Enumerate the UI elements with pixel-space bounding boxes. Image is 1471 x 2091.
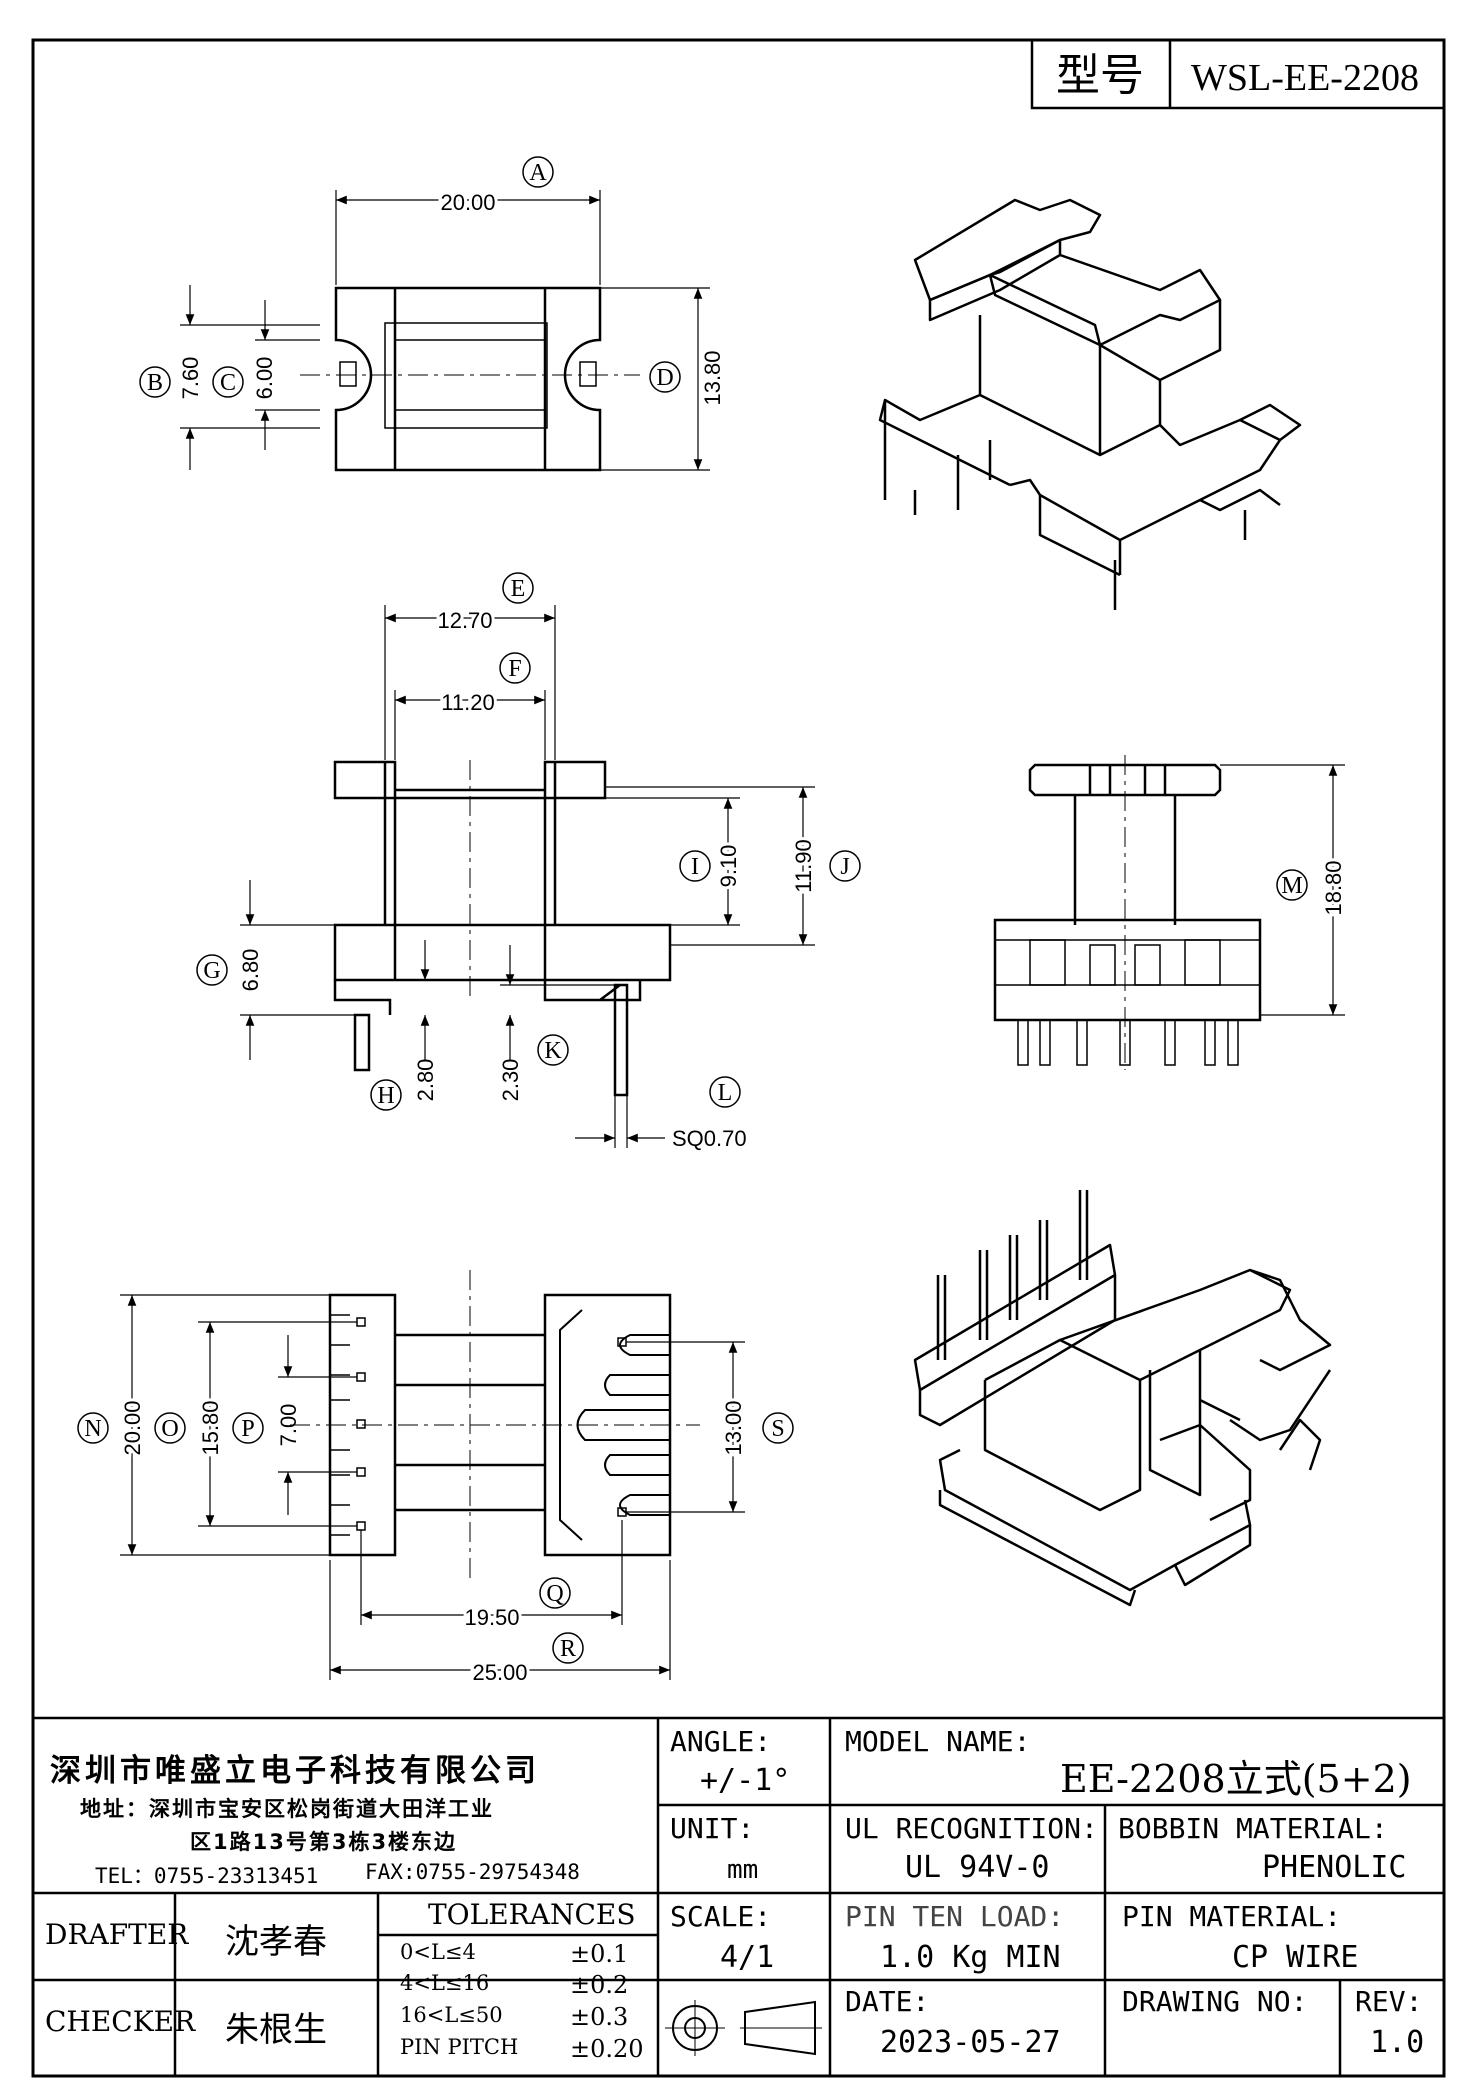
- pin-material-label: PIN MATERIAL:: [1122, 1900, 1342, 1933]
- bottom-view-labels: N 20.00 O 15.80 P 7.00 S 13.00 Q 19.50 R…: [77, 1397, 794, 1688]
- dim-R-letter: R: [560, 1636, 576, 1662]
- tolerance-range: 0<L≤4: [400, 1940, 476, 1964]
- drafter-label: DRAFTER: [45, 1918, 189, 1951]
- dim-M-letter: M: [1281, 873, 1302, 899]
- drafter-value: 沈孝春: [225, 1922, 327, 1962]
- title-block-grid: [33, 1716, 1444, 2076]
- dim-S-value: 13.00: [721, 1400, 746, 1455]
- dim-J-value: 11.90: [791, 839, 816, 892]
- dim-P-value: 7.00: [276, 1404, 301, 1447]
- dim-C-value: 6.00: [252, 357, 277, 400]
- front-view: [240, 605, 815, 1148]
- scale-value: 4/1: [720, 1940, 775, 1975]
- dim-M-value: 18.80: [1321, 860, 1346, 915]
- dim-E-value: 12.70: [437, 608, 492, 633]
- dim-N-letter: N: [84, 1416, 101, 1442]
- dim-L-value: SQ0.70: [672, 1126, 747, 1151]
- ul-recognition-value: UL 94V-0: [905, 1850, 1050, 1885]
- dim-G-value: 6.80: [238, 949, 263, 992]
- dim-K-value: 2.30: [498, 1059, 523, 1102]
- unit-label: UNIT:: [670, 1812, 755, 1845]
- dim-B-value: 7.60: [178, 357, 203, 400]
- rev-value: 1.0: [1370, 2025, 1425, 2060]
- tolerance-range: PIN PITCH: [400, 2035, 519, 2059]
- dim-R-value: 25.00: [472, 1660, 527, 1685]
- bobbin-material-label: BOBBIN MATERIAL:: [1118, 1812, 1388, 1845]
- dim-C-letter: C: [220, 370, 236, 396]
- dim-O-value: 15.80: [198, 1400, 223, 1455]
- tolerance-row: 4<L≤16 ±0.2: [400, 1971, 655, 2001]
- scale-label: SCALE:: [670, 1900, 772, 1933]
- rev-label: REV:: [1355, 1985, 1423, 2018]
- pin-ten-load-value: 1.0 Kg MIN: [880, 1940, 1061, 1975]
- pin-ten-load-label: PIN TEN LOAD:: [845, 1900, 1065, 1933]
- tolerance-value: ±0.20: [570, 2035, 644, 2063]
- dim-I-value: 9.10: [716, 845, 741, 888]
- dim-F-letter: F: [508, 656, 521, 682]
- side-view-labels: M 18.80: [1276, 857, 1349, 919]
- tolerance-row: 16<L≤50 ±0.3: [400, 2003, 655, 2033]
- drawing-no-label: DRAWING NO:: [1122, 1985, 1308, 2018]
- dim-I-letter: I: [691, 854, 699, 880]
- model-box: [1030, 38, 1446, 110]
- unit-value: mm: [727, 1855, 759, 1885]
- dim-Q-letter: Q: [546, 1581, 563, 1607]
- ul-recognition-label: UL RECOGNITION:: [845, 1812, 1098, 1845]
- dim-N-value: 20.00: [120, 1400, 145, 1455]
- tolerance-value: ±0.1: [570, 1940, 629, 1968]
- dim-Q-value: 19.50: [464, 1605, 519, 1630]
- dim-D-value: 13.80: [700, 350, 725, 405]
- top-view-labels: A 20.00 B 7.60 C 6.00 D 13.80: [139, 156, 725, 406]
- top-view: [180, 190, 710, 472]
- dim-H-letter: H: [377, 1083, 394, 1109]
- tolerance-value: ±0.3: [570, 2003, 629, 2031]
- tolerance-range: 4<L≤16: [400, 1971, 490, 1995]
- dim-J-letter: J: [840, 854, 849, 880]
- projection-symbol: [665, 2000, 822, 2056]
- dim-S-letter: S: [771, 1416, 784, 1442]
- front-view-labels: E 12.70 F 11.20 I 9.10 J 11.90 G 6.80 H …: [196, 572, 861, 1151]
- dim-O-letter: O: [161, 1416, 178, 1442]
- model-box-value: WSL-EE-2208: [1191, 57, 1419, 99]
- pin-material-value: CP WIRE: [1232, 1940, 1359, 1975]
- company-address-line2: 区1路13号第3栋3楼东边: [190, 1830, 458, 1854]
- dim-K-letter: K: [544, 1038, 562, 1064]
- isometric-view-bottom: [913, 1190, 1332, 1607]
- model-name-label: MODEL NAME:: [845, 1725, 1031, 1758]
- dim-B-letter: B: [147, 370, 163, 396]
- dim-L-letter: L: [718, 1080, 733, 1106]
- dim-A-value: 20.00: [440, 190, 495, 215]
- tolerance-value: ±0.2: [570, 1971, 629, 1999]
- dim-G-letter: G: [203, 958, 220, 984]
- dim-F-value: 11.20: [441, 690, 494, 715]
- model-name-value: EE-2208立式(5+2): [1060, 1757, 1412, 1801]
- dim-A-letter: A: [529, 160, 547, 186]
- company-tel: TEL：0755-23313451: [95, 1864, 319, 1888]
- tolerance-row: PIN PITCH ±0.20: [400, 2035, 655, 2065]
- dim-D-letter: D: [656, 365, 673, 391]
- tolerance-row: 0<L≤4 ±0.1: [400, 1940, 655, 1970]
- angle-value: +/-1°: [700, 1763, 791, 1798]
- checker-value: 朱根生: [225, 2010, 327, 2050]
- isometric-view-top: [878, 198, 1302, 610]
- angle-label: ANGLE:: [670, 1725, 772, 1758]
- side-view: [993, 755, 1345, 1070]
- tolerances-title: TOLERANCES: [428, 1898, 636, 1931]
- dim-P-letter: P: [241, 1416, 254, 1442]
- model-box-label: 型号: [1056, 50, 1144, 101]
- tolerance-range: 16<L≤50: [400, 2003, 503, 2027]
- dim-E-letter: E: [511, 576, 526, 602]
- bobbin-material-value: PHENOLIC: [1262, 1850, 1407, 1885]
- date-value: 2023-05-27: [880, 2025, 1061, 2060]
- date-label: DATE:: [845, 1985, 930, 2018]
- checker-label: CHECKER: [45, 2005, 196, 2038]
- sheet-border: [31, 38, 1446, 2078]
- company-fax: FAX:0755-29754348: [365, 1860, 580, 1884]
- company-name: 深圳市唯盛立电子科技有限公司: [50, 1753, 540, 1789]
- dim-H-value: 2.80: [413, 1059, 438, 1102]
- company-address-line1: 地址：深圳市宝安区松岗街道大田洋工业: [80, 1797, 494, 1821]
- bottom-view: [120, 1270, 745, 1680]
